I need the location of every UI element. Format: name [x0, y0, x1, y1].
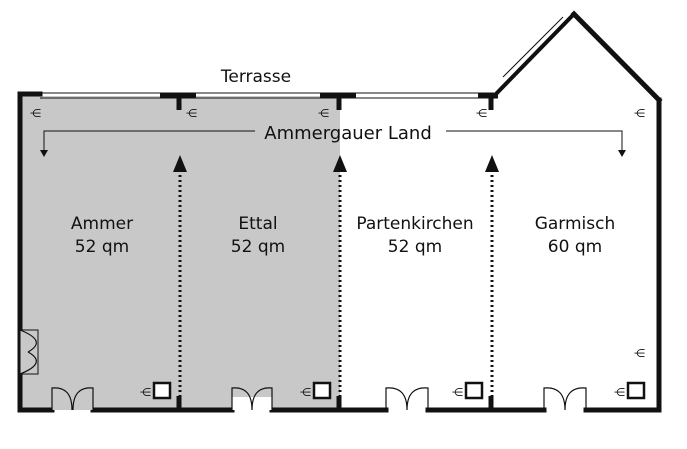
room-name: Ettal [238, 214, 277, 234]
network-outlet-icon [152, 381, 646, 400]
room-area: 52 qm [231, 237, 285, 257]
glass-facade [40, 16, 569, 99]
terrace-label: Terrasse [220, 67, 291, 87]
outer-walls [17, 10, 663, 413]
room-ettal-area [180, 96, 340, 409]
room-name: Ammer [71, 214, 133, 234]
svg-text:⋲: ⋲ [186, 107, 197, 120]
room-area: 60 qm [548, 237, 602, 257]
svg-text:⋲: ⋲ [30, 107, 41, 120]
door-swing-icon [19, 329, 39, 375]
room-name: Garmisch [535, 214, 616, 234]
svg-text:⋲: ⋲ [140, 386, 151, 399]
svg-text:⋲: ⋲ [634, 107, 645, 120]
svg-text:⋲: ⋲ [300, 386, 311, 399]
room-ammer-area [22, 96, 180, 409]
svg-text:⋲: ⋲ [452, 386, 463, 399]
direction-arrow-icon [40, 150, 626, 157]
room-name: Partenkirchen [356, 214, 473, 234]
direction-arrow-icon [173, 155, 499, 172]
svg-text:⋲: ⋲ [476, 107, 487, 120]
svg-text:⋲: ⋲ [634, 347, 645, 360]
corridor-indicator [43, 130, 623, 152]
wall-pillars [160, 93, 498, 410]
door-swing-icon [51, 387, 587, 411]
svg-text:⋲: ⋲ [614, 386, 625, 399]
room-area: 52 qm [75, 237, 129, 257]
power-socket-icon: ⋲ ⋲ ⋲ ⋲ ⋲ ⋲ ⋲ ⋲ ⋲ ⋲ [30, 107, 645, 399]
svg-text:⋲: ⋲ [318, 107, 329, 120]
corridor-label: Ammergauer Land [264, 123, 432, 144]
room-area: 52 qm [388, 237, 442, 257]
